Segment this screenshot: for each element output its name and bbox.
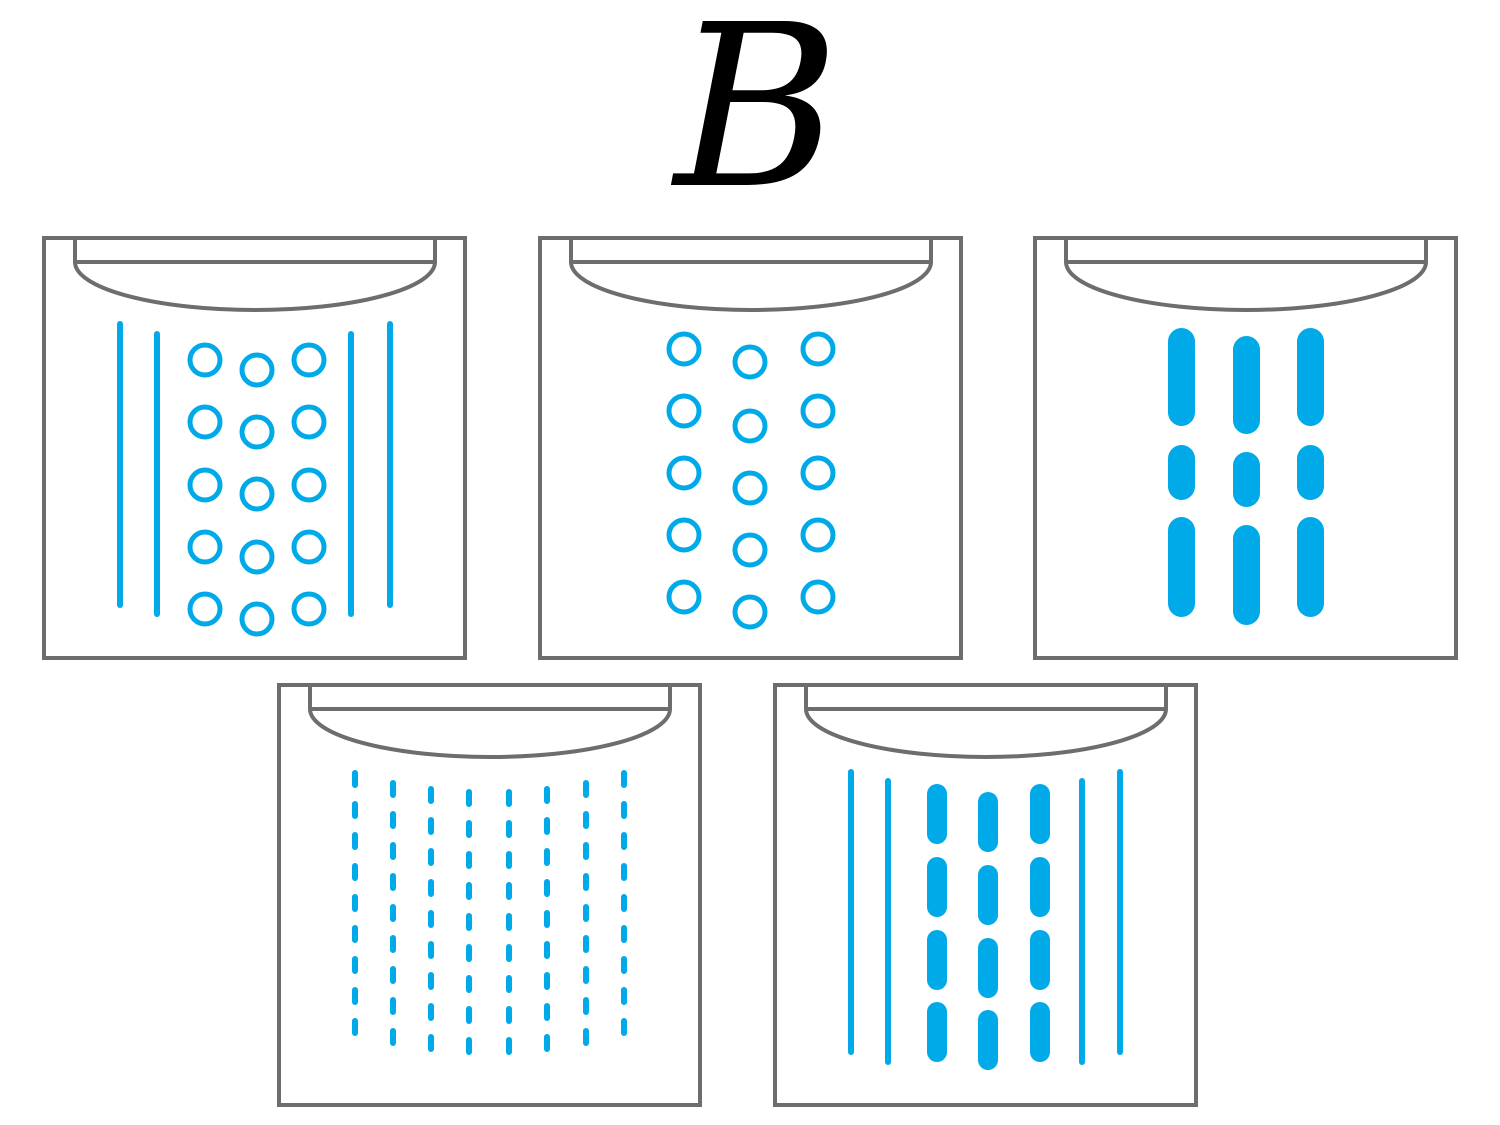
shower-lines-and-rings-icon [42,236,467,660]
shower-heavy-dashes-icon [1033,236,1458,660]
shower-lines-and-heavy-dashes-icon [773,683,1198,1107]
shower-fine-dashes-icon [277,683,702,1107]
shower-rings-icon [538,236,963,660]
title-letter: B [674,0,840,239]
